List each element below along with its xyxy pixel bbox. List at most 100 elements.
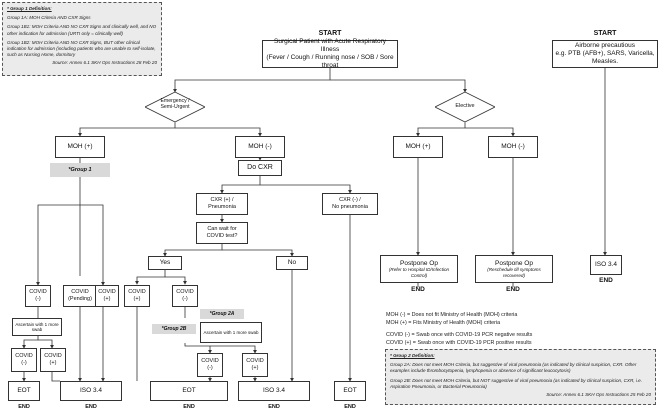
covid-positive-m2-box: COVID (+) [242,353,268,377]
postpone-left-box: Postpone Op (Refer to Hospital ID/Infect… [380,255,458,283]
eot-right-label: EOT [343,387,357,395]
covid-negative-mid-box: COVID (-) [172,285,198,307]
postpone-right-sub: (Reschedule till symptoms recovered) [487,267,541,278]
covid-positive-l2-label: COVID (+) [44,353,62,366]
elective-moh-positive-box: MOH (+) [393,136,443,158]
group1-tag-label: *Group 1 [68,166,92,173]
eot-right-box: EOT [334,381,366,401]
iso-mid-label: ISO 3.4 [262,387,286,395]
group2a-tag-label: *Group 2A [209,311,235,317]
end-eot-mid: END [183,404,195,410]
moh-positive-label: MOH (+) [67,143,93,151]
eot-mid-box: EOT [150,381,228,401]
end-iso-airborne: END [599,277,613,284]
covid-negative-left-label: COVID (-) [29,289,47,302]
group1-definition-note: * Group 1 Definition: Group 1A: MOH Crit… [2,2,162,76]
covid-negative-l2-box: COVID (-) [11,348,37,372]
elective-label: Elective [455,103,475,109]
iso-left-box: ISO 3.4 [60,381,122,401]
can-wait-label: Can wait for COVID test? [206,226,238,239]
yes-box: Yes [148,256,182,270]
start-airborne-text: Airborne precautious e.g. PTB (AFB+), SA… [555,42,655,65]
covid-negative-mid-label: COVID (-) [176,289,194,302]
covid-positive-l2-box: COVID (+) [40,348,66,372]
eot-left-label: EOT [17,387,31,395]
iso-airborne-label: ISO 3.4 [594,261,618,269]
end-eot-left: END [18,404,30,410]
eot-left-box: EOT [8,381,40,401]
covid-negative-m2-box: COVID (-) [197,353,223,377]
moh-positive-box: MOH (+) [55,136,105,158]
decision-diamond-elective [435,92,495,122]
eot-mid-label: EOT [182,387,196,395]
covid-negative-m2-label: COVID (-) [201,358,219,371]
do-cxr-label: Do CXR [247,163,273,171]
elective-moh-positive-label: MOH (+) [405,143,431,151]
postpone-right-box: Postpone Op (Reschedule till symptoms re… [475,255,553,283]
group2a-tag: *Group 2A [200,309,244,319]
no-box: No [276,256,308,270]
group1-line-1b2: Group 1B2: MOH Criteria AND NO CXR Signs… [7,39,156,58]
elective-moh-negative-box: MOH (-) [488,136,538,158]
abbreviation-legend: MOH (-) = Does not fit Ministry of Healt… [386,311,646,348]
group2-line-2a: Group 2A: Does not meet MOH Criteria, bu… [390,362,637,374]
postpone-left-title: Postpone Op [400,259,438,267]
group2-heading: * Group 2 Definition: [390,353,435,358]
legend-moh-positive: MOH (+) = Fits Ministry of Health (MOH) … [386,320,501,327]
iso-mid-box: ISO 3.4 [238,381,310,401]
end-iso-mid: END [268,404,280,410]
covid-pending-label: COVID (Pending) [68,289,92,302]
covid-positive-m2-label: COVID (+) [246,358,264,371]
end-postpone-left: END [411,286,425,293]
start-main-text: Surgical Patient with Acute Respiratory … [266,38,394,69]
iso-airborne-box: ISO 3.4 [590,255,622,275]
decision-diamond-emergency [145,92,205,122]
covid-positive-mid-box: COVID (+) [124,285,150,307]
covid-pending-box: COVID (Pending) [63,285,97,307]
group1-source: Source: Annex 6.1 SKH Ops Instructions 2… [52,60,157,66]
legend-moh-negative: MOH (-) = Does not fit Ministry of Healt… [386,312,518,318]
group1-line-1a: Group 1A: MOH Criteria AND CXR Signs [7,15,91,21]
ascertain-mid-box: Ascertain with 1 more swab [200,322,262,343]
end-iso-left: END [85,404,97,410]
group2b-tag: *Group 2B [152,324,196,334]
ascertain-left-box: Ascertain with 1 more swab [12,318,62,336]
cxr-negative-label: CXR (-) / No pneumonia [332,197,368,210]
ascertain-left-label: Ascertain with 1 more swab [15,321,59,332]
elective-moh-negative-label: MOH (-) [501,143,525,151]
do-cxr-box: Do CXR [238,160,282,176]
group1-line-1b1: Group 1B1: MOH Criteria AND NO CXR Signs… [7,24,157,36]
end-postpone-right: END [506,286,520,293]
start-airborne-box: Airborne precautious e.g. PTB (AFB+), SA… [552,40,658,68]
iso-left-label: ISO 3.4 [79,387,103,395]
can-wait-box: Can wait for COVID test? [196,222,248,244]
postpone-right-title: Postpone Op [495,259,533,267]
group2-source: Source: Annex 6.1 SKH Ops Instructions 2… [546,391,651,397]
group2-definition-note: * Group 2 Definition: Group 2A: Does not… [385,349,656,405]
ascertain-mid-label: Ascertain with 1 more swab [203,329,259,335]
legend-covid-negative: COVID (-) = Swab once with COVID-19 PCR … [386,331,533,338]
emergency-label: Emergency / Semi-Urgent [160,98,190,111]
covid-negative-left-box: COVID (-) [25,285,51,307]
end-eot-right: END [344,404,356,410]
start-main-box: Surgical Patient with Acute Respiratory … [262,38,398,69]
legend-covid-positive: COVID (+) = Swab once with COVID-19 PCR … [386,340,532,347]
covid-positive-mid-label: COVID (+) [128,289,146,302]
moh-negative-label: MOH (-) [248,143,272,151]
covid-positive-left-box: COVID (+) [95,285,119,307]
group2-line-2b: Group 2B: Does not meet MOH Criteria, bu… [390,377,642,389]
cxr-negative-box: CXR (-) / No pneumonia [322,193,378,215]
cxr-positive-label: CXR (+) / Pneumonia [208,197,236,210]
moh-negative-box: MOH (-) [235,136,285,158]
covid-positive-left-label: COVID (+) [98,289,116,302]
yes-label: Yes [159,259,171,267]
start-main-title: START [318,30,342,37]
postpone-left-sub: (Refer to Hospital ID/Infection Control) [388,267,450,278]
group2b-tag-label: *Group 2B [161,326,187,332]
group1-heading: * Group 1 Definition: [7,6,52,11]
start-airborne-title: START [593,30,617,37]
no-label: No [287,259,297,267]
cxr-positive-box: CXR (+) / Pneumonia [196,193,248,215]
group1-tag: *Group 1 [50,163,110,177]
